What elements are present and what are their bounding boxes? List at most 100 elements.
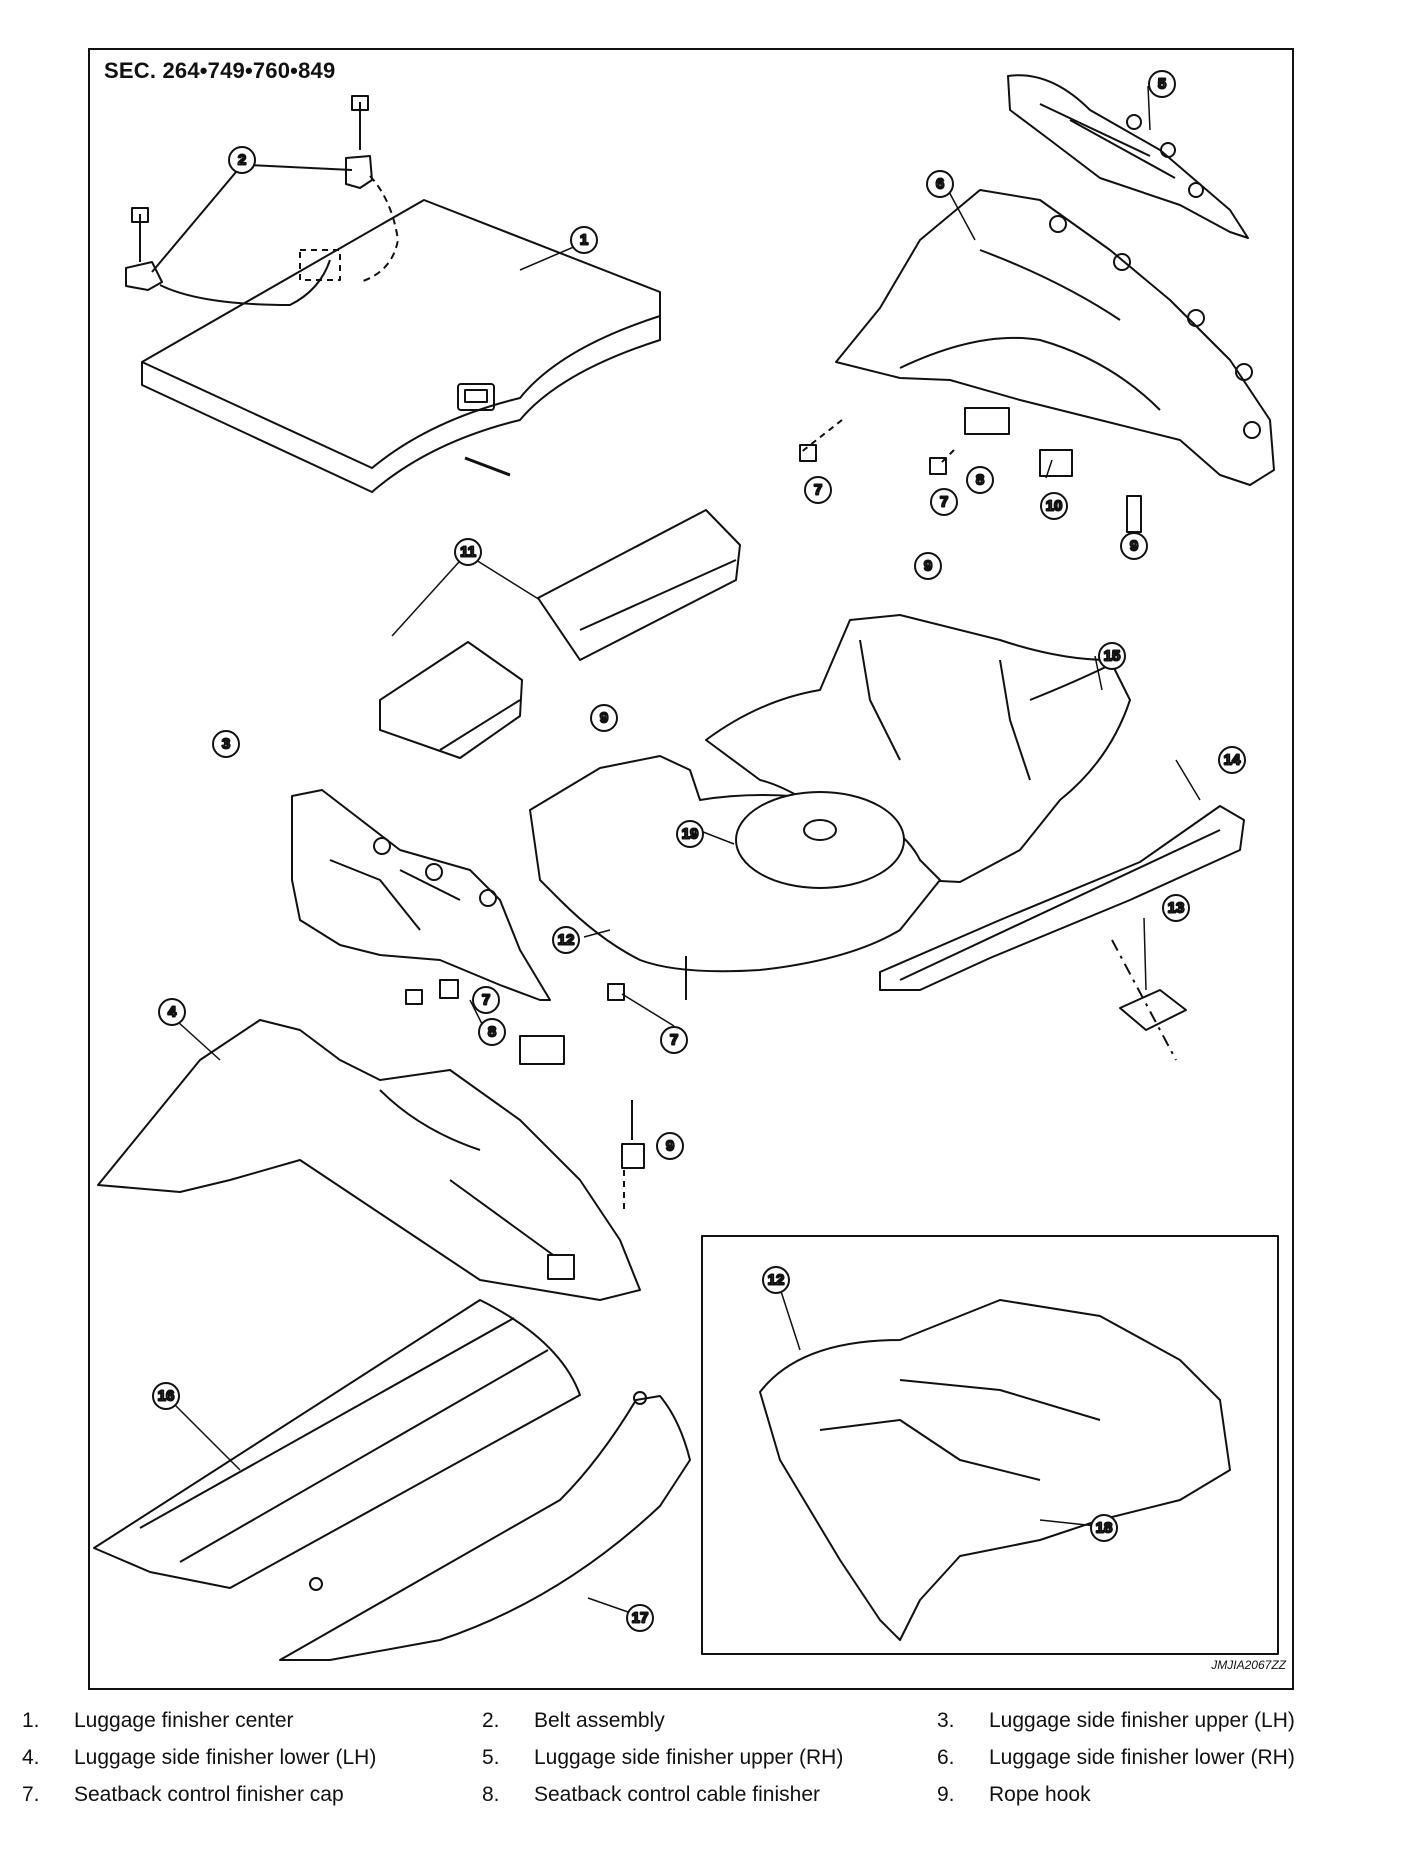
legend-number: 2. [482, 1708, 500, 1732]
legend-item: 7. Seatback control finisher cap [22, 1783, 482, 1807]
callout-10: 10 [1040, 492, 1068, 520]
svg-text:7: 7 [670, 1032, 678, 1049]
svg-text:13: 13 [1168, 900, 1185, 917]
legend-number: 4. [22, 1745, 40, 1769]
callout-1: 1 [570, 226, 598, 254]
svg-text:15: 15 [1104, 648, 1121, 665]
inset-detail [701, 1235, 1279, 1655]
part-17-trim [279, 1391, 691, 1661]
small-clips-middle [405, 979, 645, 1210]
legend-label: Luggage side finisher upper (LH) [989, 1708, 1295, 1732]
legend-item: 2. Belt assembly [482, 1709, 937, 1733]
svg-text:7: 7 [940, 494, 948, 511]
svg-text:4: 4 [168, 1004, 177, 1021]
legend-number: 6. [937, 1745, 955, 1769]
svg-text:5: 5 [1158, 76, 1166, 93]
svg-text:14: 14 [1224, 752, 1241, 769]
callout-2: 2 [228, 146, 256, 174]
svg-text:19: 19 [682, 826, 699, 843]
legend-item: 8. Seatback control cable finisher [482, 1783, 937, 1807]
callout-9b: 9 [590, 704, 618, 732]
legend-label: Luggage side finisher lower (RH) [989, 1745, 1295, 1769]
leader-lines [173, 85, 1201, 1613]
legend-item: 3. Luggage side finisher upper (LH) [937, 1709, 1392, 1733]
svg-text:16: 16 [158, 1388, 175, 1405]
callout-4: 4 [158, 998, 186, 1026]
svg-text:9: 9 [666, 1138, 674, 1155]
legend-label: Luggage side finisher upper (RH) [534, 1745, 844, 1769]
part-12-spare-tire-well [529, 755, 941, 1000]
legend-number: 5. [482, 1745, 500, 1769]
figure-code: JMJIA2067ZZ [1211, 1658, 1286, 1672]
callout-13: 13 [1162, 894, 1190, 922]
callout-9c: 9 [1120, 532, 1148, 560]
callout-18: 18 [1090, 1514, 1118, 1542]
part-luggage-side-finisher-upper-lh [291, 789, 551, 1001]
part-luggage-side-finisher-lower-rh [835, 189, 1275, 486]
svg-text:3: 3 [222, 736, 230, 753]
part-luggage-side-finisher-upper-rh [1007, 74, 1249, 239]
legend-row: 4. Luggage side finisher lower (LH) 5. Lug… [22, 1739, 1392, 1776]
svg-text:17: 17 [632, 1610, 649, 1627]
legend-row: 1.Luggage finisher center 2. Belt assembl… [22, 1702, 1392, 1739]
callout-7b: 7 [930, 488, 958, 516]
legend-number: 3. [937, 1708, 955, 1732]
callout-11: 11 [454, 538, 482, 566]
callout-17: 17 [626, 1604, 654, 1632]
callout-16: 16 [152, 1382, 180, 1410]
legend-item: 6. Luggage side finisher lower (RH) [937, 1746, 1392, 1770]
callout-14: 14 [1218, 746, 1246, 774]
diagram-frame [88, 48, 1294, 1690]
part-16-cover [93, 1299, 581, 1589]
part-11-covers [379, 509, 741, 759]
legend-label: Belt assembly [534, 1708, 665, 1732]
legend-label: Luggage finisher center [74, 1708, 294, 1732]
legend-number: 7. [22, 1782, 40, 1806]
svg-text:10: 10 [1046, 498, 1063, 515]
svg-text:18: 18 [1096, 1520, 1113, 1537]
callout-8b: 8 [478, 1018, 506, 1046]
callout-7c: 7 [472, 986, 500, 1014]
svg-text:8: 8 [488, 1024, 496, 1041]
svg-text:9: 9 [600, 710, 608, 727]
part-belt-assembly [125, 95, 399, 306]
callout-6: 6 [926, 170, 954, 198]
callout-9a: 9 [914, 552, 942, 580]
callout-9d: 9 [656, 1132, 684, 1160]
legend-item: 1.Luggage finisher center [22, 1709, 482, 1733]
legend-label: Seatback control finisher cap [74, 1782, 344, 1806]
callout-15: 15 [1098, 642, 1126, 670]
legend-label: Seatback control cable finisher [534, 1782, 820, 1806]
callout-19: 19 [676, 820, 704, 848]
callout-12a: 12 [552, 926, 580, 954]
part-luggage-finisher-center [141, 199, 661, 493]
legend-label: Rope hook [989, 1782, 1091, 1806]
callout-8a: 8 [966, 466, 994, 494]
legend-item: 5. Luggage side finisher upper (RH) [482, 1746, 937, 1770]
section-code: SEC. 264•749•760•849 [104, 58, 336, 83]
legend-item: 9. Rope hook [937, 1783, 1392, 1807]
exploded-parts-drawing: 1 2 3 4 5 6 7 7 7 7 8 8 9 9 9 9 10 11 12… [93, 70, 1279, 1661]
legend-label: Luggage side finisher lower (LH) [74, 1745, 377, 1769]
small-clips-upper-right [799, 407, 1142, 533]
legend-number: 8. [482, 1782, 500, 1806]
svg-text:8: 8 [976, 472, 984, 489]
svg-text:2: 2 [238, 152, 246, 169]
svg-text:11: 11 [460, 544, 476, 561]
legend-item: 4. Luggage side finisher lower (LH) [22, 1746, 482, 1770]
svg-text:7: 7 [814, 482, 822, 499]
svg-text:12: 12 [768, 1272, 785, 1289]
part-14-rear-plate-finisher [879, 805, 1245, 1061]
svg-text:6: 6 [936, 176, 944, 193]
callout-12b: 12 [762, 1266, 790, 1294]
callout-7a: 7 [804, 476, 832, 504]
part-luggage-side-finisher-lower-lh [97, 1019, 641, 1301]
svg-text:7: 7 [482, 992, 490, 1009]
callout-3: 3 [212, 730, 240, 758]
svg-text:9: 9 [924, 558, 932, 575]
svg-text:12: 12 [558, 932, 575, 949]
legend-number: 9. [937, 1782, 955, 1806]
svg-text:9: 9 [1130, 538, 1138, 555]
legend-row: 7. Seatback control finisher cap 8. Seatba… [22, 1776, 1392, 1813]
svg-text:1: 1 [580, 232, 588, 249]
